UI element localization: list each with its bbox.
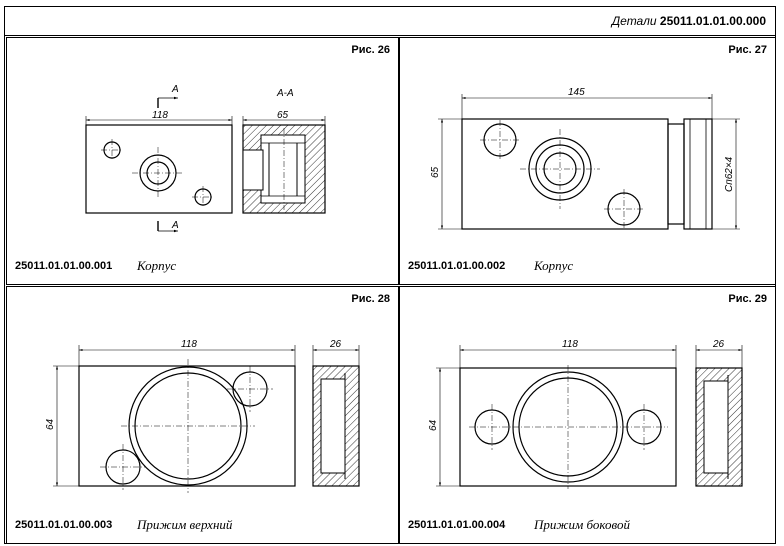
- part-title: Прижим боковой: [534, 517, 630, 532]
- drawing-fig-27: 145 65 Сп62×4: [430, 87, 740, 230]
- centerlines: [101, 139, 214, 208]
- dim-height: 64: [45, 418, 56, 430]
- thread-boss: [683, 118, 713, 230]
- part-title: Корпус: [137, 258, 177, 273]
- part-code: 25011.01.01.00.001: [15, 260, 113, 272]
- sheet-title-code: 25011.01.01.00.000: [659, 14, 766, 28]
- figure-number: Рис. 27: [728, 44, 767, 56]
- body-outline: [461, 118, 669, 230]
- figure-number: Рис. 26: [351, 44, 390, 56]
- dim-thread: Сп62×4: [724, 156, 735, 192]
- dim-width: 118: [181, 339, 197, 350]
- section-label: A-A: [276, 88, 294, 99]
- body-outline: [85, 124, 233, 214]
- bore-outer: [528, 137, 592, 201]
- drawing-fig-26: 118 A A A-A 65: [85, 84, 326, 233]
- panel-fig-26: Рис. 26 118 A A A-A 65: [6, 37, 399, 285]
- dim-side-width: 26: [329, 339, 342, 350]
- part-code: 25011.01.01.00.004: [408, 519, 506, 531]
- part-code: 25011.01.01.00.002: [408, 260, 506, 272]
- panel-fig-27: Рис. 27 145 65 Сп62×4: [399, 37, 776, 285]
- drawing-fig-29: 118 64 26: [428, 339, 743, 489]
- part-title: Корпус: [534, 258, 574, 273]
- dim-height: 65: [430, 166, 441, 178]
- sheet-title-prefix: Детали: [611, 14, 657, 28]
- sheet-header: Детали 25011.01.01.00.000: [4, 6, 776, 36]
- body-outline: [78, 365, 296, 487]
- cut-label-bottom: A: [171, 220, 179, 231]
- panel-fig-28: Рис. 28 118 64 26 25011.01.0: [6, 286, 399, 544]
- bore-inner: [543, 152, 577, 186]
- panel-fig-29: Рис. 29 118 64 26 25011.01.01.00.004 При: [399, 286, 776, 544]
- dim-width: 118: [152, 110, 168, 121]
- figure-number: Рис. 29: [728, 293, 767, 305]
- dim-side-width: 26: [712, 339, 725, 350]
- dim-width: 118: [562, 339, 578, 350]
- dim-width: 145: [568, 87, 585, 98]
- dim-section-width: 65: [277, 110, 289, 121]
- part-title: Прижим верхний: [137, 517, 233, 532]
- dim-height: 64: [428, 419, 439, 431]
- part-code: 25011.01.01.00.003: [15, 519, 113, 531]
- figure-number: Рис. 28: [351, 293, 390, 305]
- drawing-fig-28: 118 64 26: [45, 339, 360, 493]
- sheet-title: Детали 25011.01.01.00.000: [612, 14, 766, 28]
- cut-label-top: A: [171, 84, 179, 95]
